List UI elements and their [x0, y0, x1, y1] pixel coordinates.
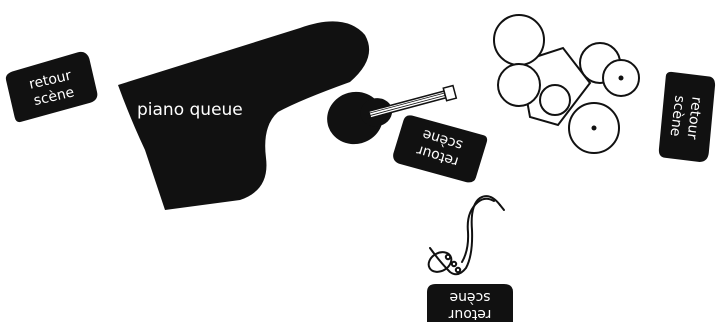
piano-label: piano queue: [137, 100, 243, 120]
retour-scene-bottom-line1: retour: [448, 306, 491, 322]
retour-scene-bottom[interactable]: retour scène: [427, 284, 513, 322]
saxophone-icon[interactable]: [425, 196, 504, 276]
drum-kit-icon[interactable]: [494, 15, 639, 153]
retour-scene-center[interactable]: retour scène: [391, 112, 488, 187]
retour-scene-left[interactable]: retour scène: [4, 50, 100, 123]
retour-scene-bottom-line2: scène: [449, 289, 490, 305]
retour-scene-right[interactable]: retour scène: [656, 71, 717, 163]
